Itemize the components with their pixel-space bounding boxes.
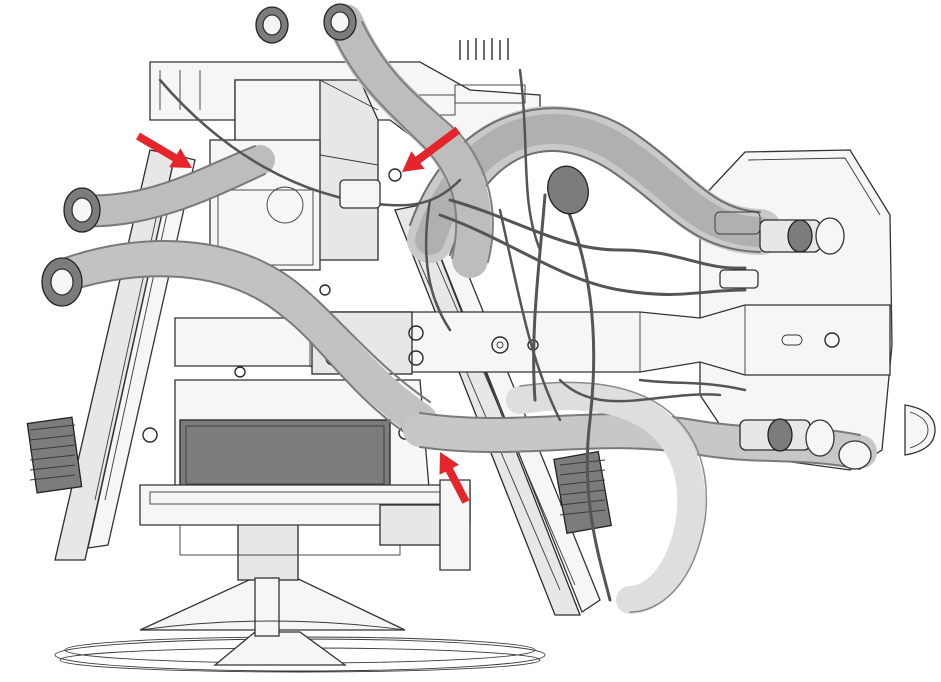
fitting-left-lower	[41, 257, 83, 307]
callout-arrow-fastener-right-upper	[402, 126, 461, 172]
hose-left-middle	[48, 241, 437, 437]
fitting-left-upper	[63, 187, 101, 233]
lower-control-box	[139, 379, 471, 571]
fitting-right-lower	[739, 418, 872, 470]
hose-fittings	[41, 3, 872, 470]
callout-arrows	[136, 126, 470, 504]
callout-arrow-fastener-lower-center	[439, 452, 470, 504]
support-cone	[139, 519, 406, 666]
hose-upper-left	[65, 145, 275, 226]
fitting-right-upper	[714, 211, 845, 255]
callout-arrow-fastener-left-upper	[136, 132, 192, 168]
fitting-top-left	[255, 6, 289, 44]
fitting-top-center	[323, 3, 357, 41]
cable-bundle	[158, 68, 747, 602]
